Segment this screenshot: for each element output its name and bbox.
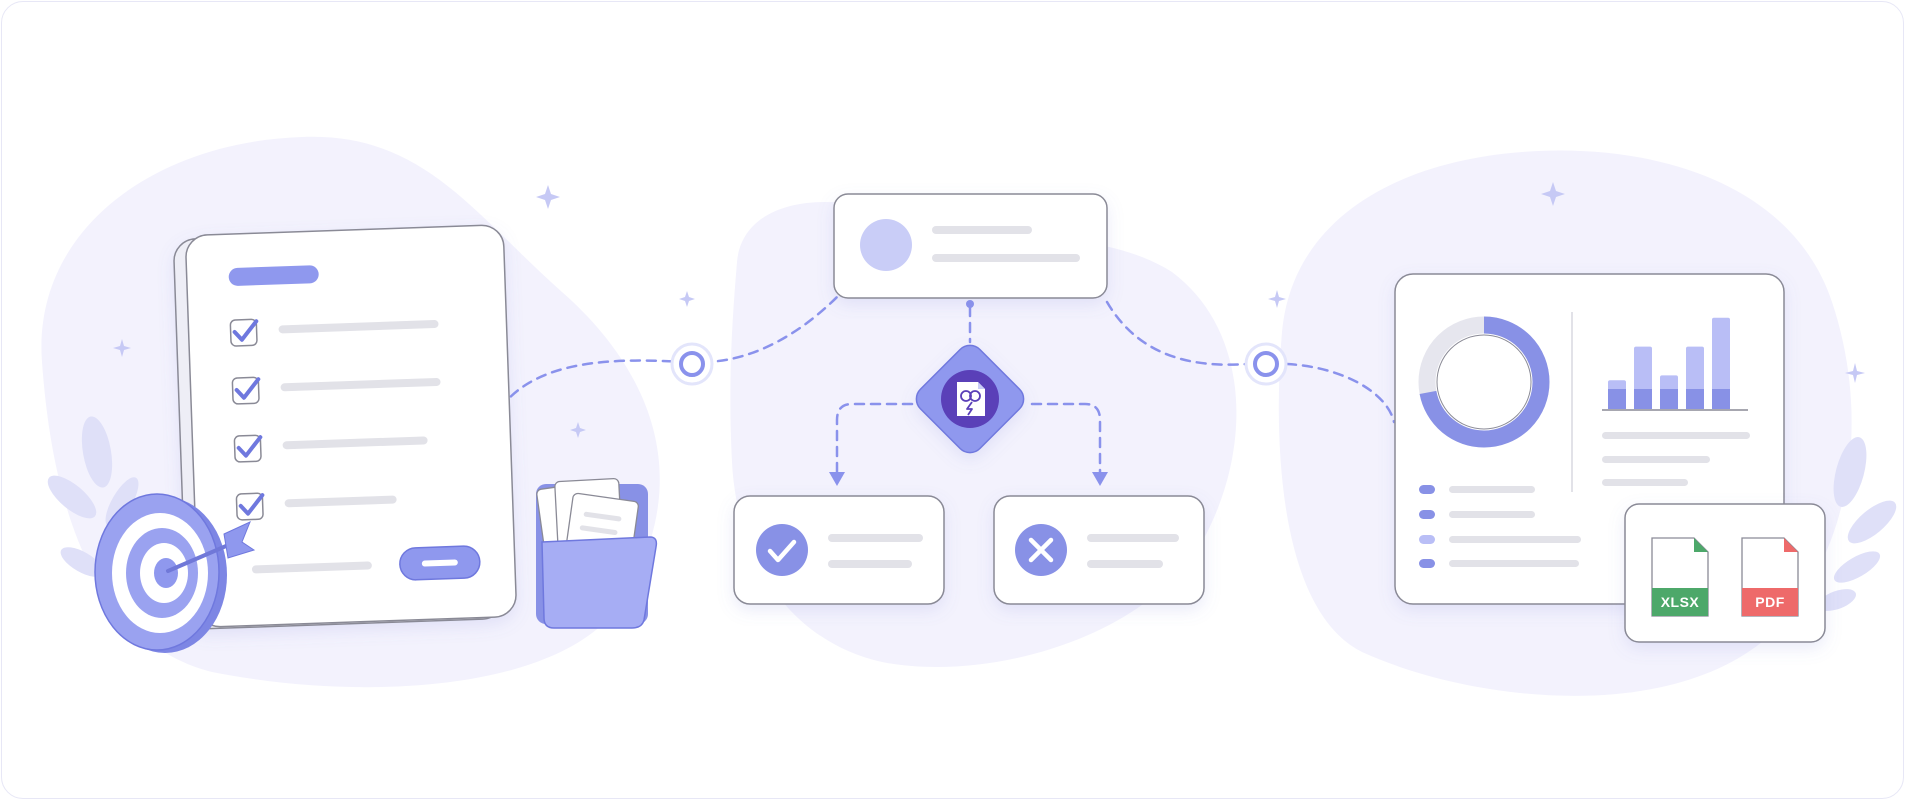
bar-base	[1686, 389, 1704, 409]
sparkle-icon	[1268, 290, 1286, 308]
check-icon	[232, 319, 259, 342]
arrow-down-icon	[829, 472, 845, 486]
check-icon	[238, 493, 265, 516]
connector-right-2	[1285, 362, 1396, 424]
branch-right	[1030, 402, 1102, 474]
checklist-item	[231, 376, 441, 405]
sparkle-icon	[570, 422, 586, 438]
checklist-content	[228, 265, 481, 581]
arrow-down-icon	[1092, 472, 1108, 486]
profile-card	[833, 193, 1108, 299]
branch-left	[835, 402, 914, 474]
donut-chart	[1418, 316, 1550, 448]
pdf-label: PDF	[1755, 594, 1785, 610]
bar-chart	[1608, 317, 1730, 409]
folder-icon	[536, 477, 658, 629]
approve-card	[733, 495, 945, 605]
check-icon	[767, 539, 797, 563]
avatar	[860, 219, 912, 271]
node-right	[1244, 342, 1288, 386]
connector-left-2	[700, 295, 839, 364]
bar-base	[1608, 389, 1626, 409]
check-icon	[236, 435, 263, 458]
plant-left	[47, 416, 139, 577]
bar-base	[1634, 389, 1652, 409]
submit-button	[399, 545, 481, 581]
reject-card	[993, 495, 1205, 605]
connector-dot	[966, 300, 974, 308]
target-icon	[94, 493, 256, 653]
export-card: XLSX PDF	[1624, 503, 1826, 643]
xlsx-label: XLSX	[1661, 594, 1700, 610]
xlsx-file-icon: XLSX	[1651, 537, 1709, 617]
bar	[1712, 317, 1730, 409]
plant-right	[1817, 437, 1897, 611]
sparkle-icon	[536, 185, 560, 209]
check-icon	[234, 377, 261, 400]
bar-base	[1660, 389, 1678, 409]
bar-base	[1712, 389, 1730, 409]
decision-node	[915, 344, 1025, 454]
checklist-item	[235, 492, 397, 521]
sparkle-icon	[113, 339, 131, 357]
pdf-file-icon: PDF	[1741, 537, 1799, 617]
brain-document-icon	[957, 382, 985, 416]
node-left	[670, 342, 714, 386]
checklist-title-bar	[228, 265, 319, 286]
legend-list	[1419, 485, 1581, 568]
sparkle-icon	[679, 291, 695, 307]
sparkle-icon	[1845, 363, 1865, 383]
connector-right	[1105, 300, 1249, 366]
close-icon	[1028, 537, 1054, 563]
donut-progress	[1418, 316, 1550, 448]
sparkles	[113, 182, 1865, 438]
checklist-item	[233, 434, 428, 463]
sparkle-icon	[1541, 182, 1565, 206]
checklist-item	[229, 318, 439, 347]
